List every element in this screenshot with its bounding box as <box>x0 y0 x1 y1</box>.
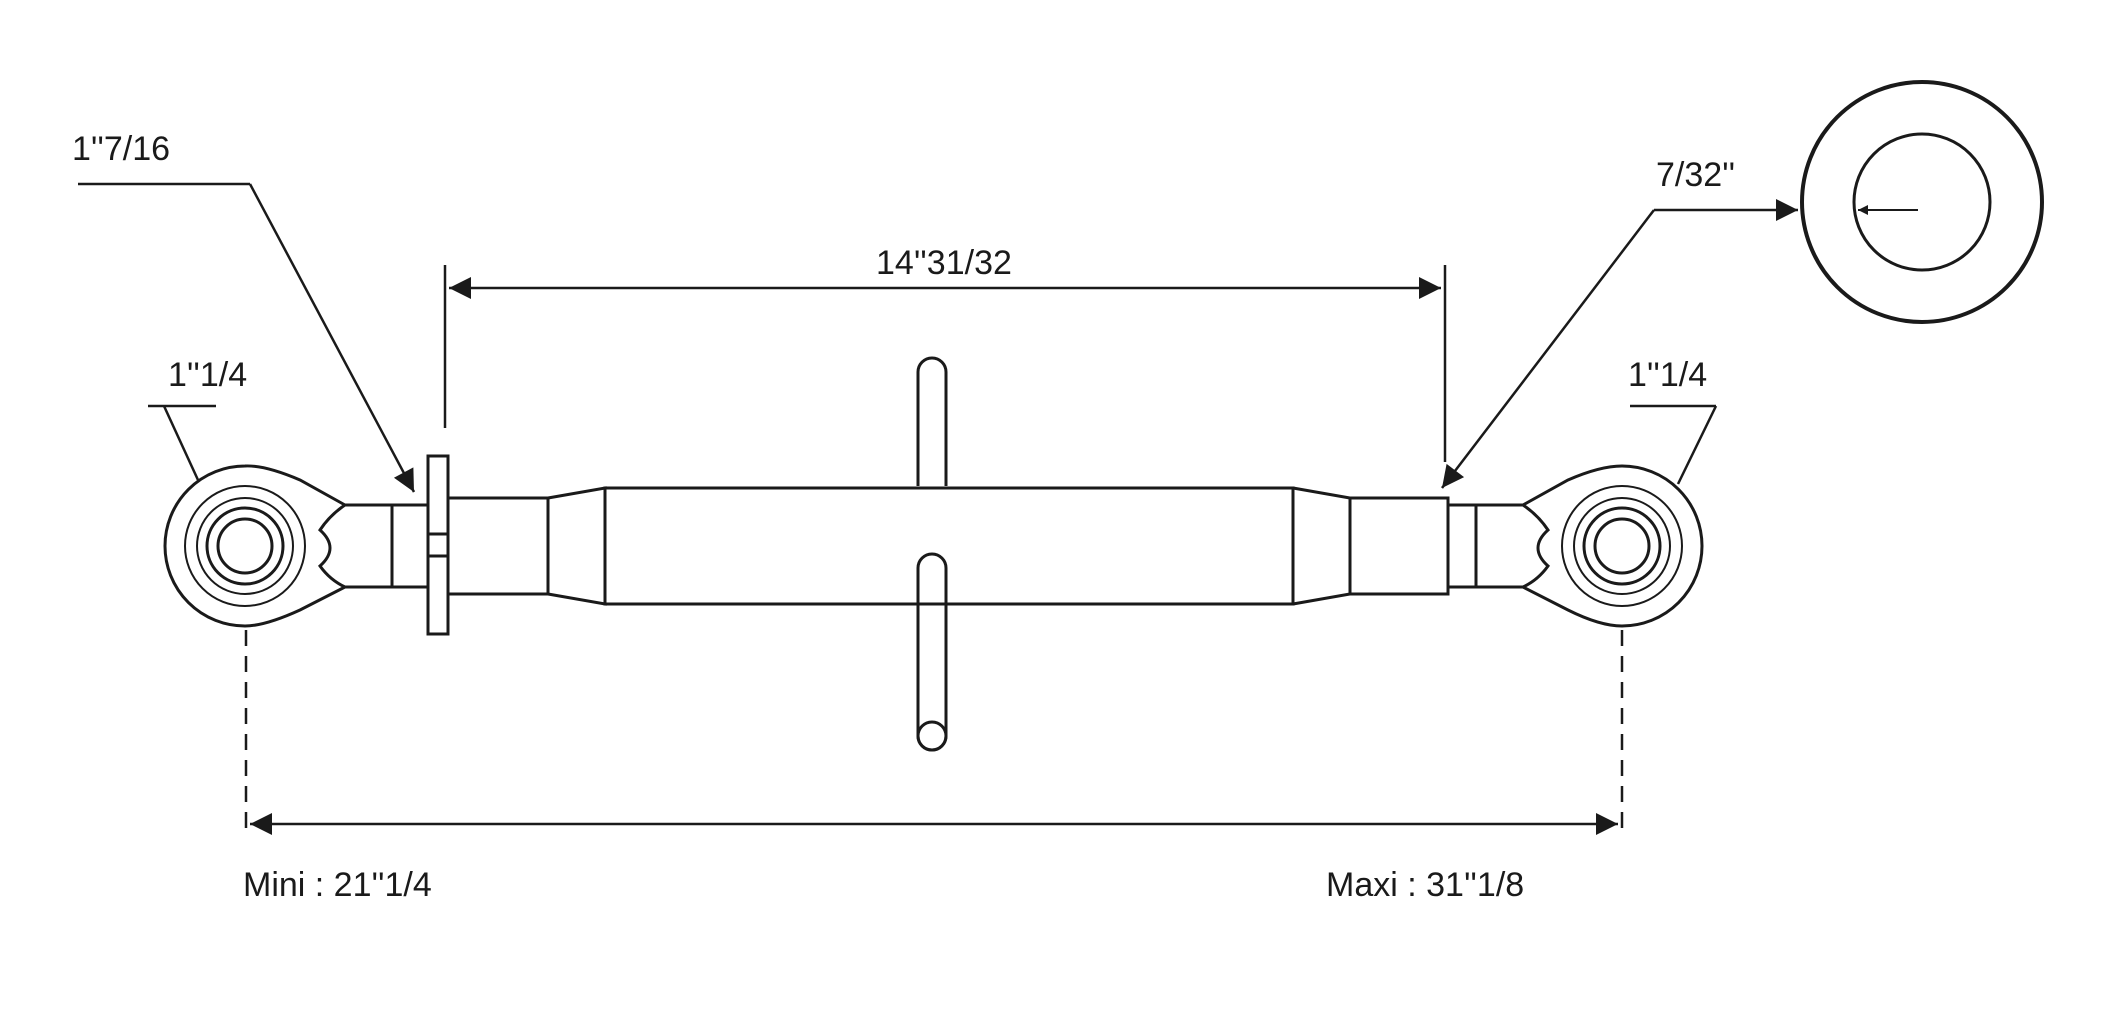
dimension-body-length <box>443 265 1447 462</box>
label-ball-size-right: 1''1/4 <box>1628 356 1707 394</box>
right-eye <box>1522 464 1704 628</box>
leader-ball-right <box>1630 404 1718 485</box>
handle <box>916 356 948 752</box>
right-ball-joint <box>1446 464 1704 628</box>
right-yoke <box>1476 503 1550 589</box>
dimension-overall-length <box>244 630 1624 835</box>
label-ball-size-left: 1''1/4 <box>168 356 247 394</box>
section-inner-circle <box>1852 132 1992 272</box>
tube-cross-section <box>1800 80 2044 324</box>
label-thread-diameter: 1''7/16 <box>72 130 170 168</box>
right-shank <box>1446 503 1478 589</box>
section-outer-circle <box>1800 80 2044 324</box>
handle-upper <box>916 356 948 486</box>
left-tube <box>446 496 550 596</box>
central-barrel <box>603 486 1295 606</box>
left-taper <box>547 486 607 606</box>
label-length-min: Mini : 21''1/4 <box>243 866 432 904</box>
handle-end <box>916 720 948 752</box>
left-eye <box>163 464 346 628</box>
right-tube <box>1348 496 1450 596</box>
label-wall-thickness: 7/32'' <box>1656 156 1735 194</box>
top-link-body <box>446 486 1450 606</box>
lock-nut <box>426 454 450 636</box>
left-ball-joint <box>163 464 430 628</box>
label-body-length: 14''31/32 <box>876 244 1012 282</box>
leader-wall-thickness <box>1441 199 1798 489</box>
label-length-max: Maxi : 31''1/8 <box>1326 866 1524 904</box>
left-yoke <box>318 503 392 589</box>
right-taper <box>1292 486 1352 606</box>
leader-ball-left <box>148 404 216 481</box>
leader-thread-diameter <box>78 182 416 493</box>
left-shank <box>390 503 430 589</box>
